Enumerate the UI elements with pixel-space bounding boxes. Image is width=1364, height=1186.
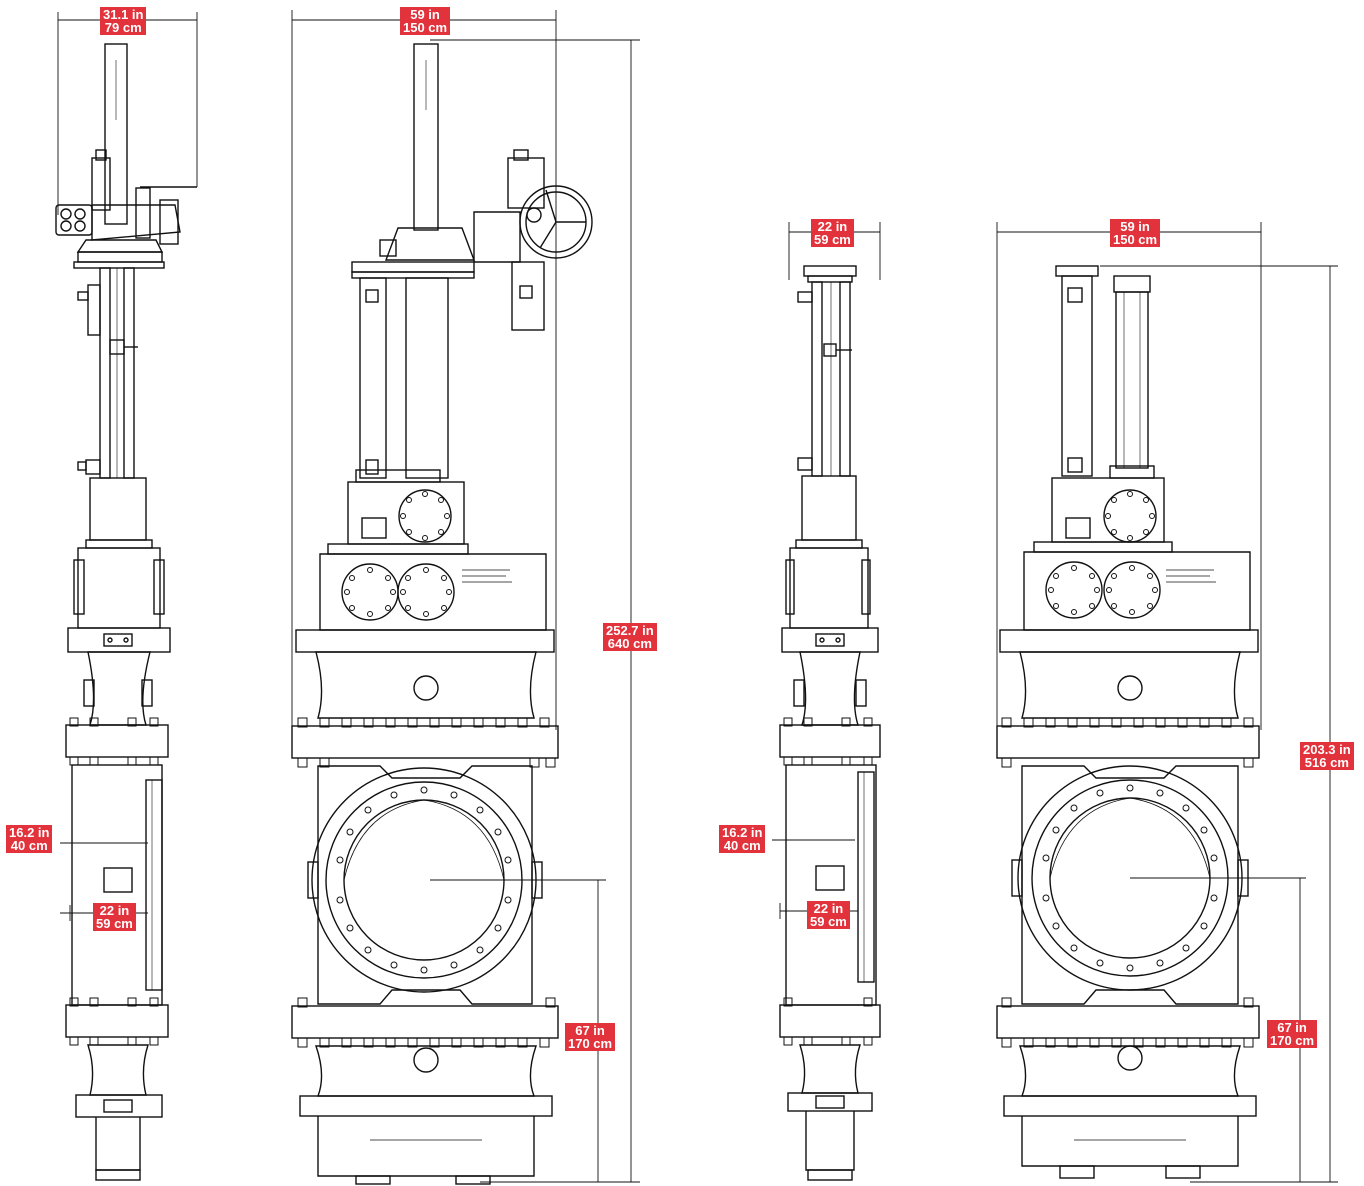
dimension-inches: 22 in <box>813 901 844 916</box>
dimension-label-v4-top-width: 59 in 150 cm <box>1110 219 1161 247</box>
view-front-cylinder <box>996 222 1338 1183</box>
dimension-label-v2-top-width: 59 in 150 cm <box>400 7 451 35</box>
dimension-inches: 59 in <box>410 7 440 22</box>
bolt-circle-port <box>336 786 512 974</box>
dimension-centimeters: 59 cm <box>810 914 847 929</box>
dimension-label-v4-centerline-height: 67 in 170 cm <box>1267 1020 1318 1048</box>
dimension-label-v3-flange-width: 22 in 59 cm <box>807 901 850 929</box>
dimension-label-v2-centerline-height: 67 in 170 cm <box>565 1023 616 1051</box>
dimension-centimeters: 516 cm <box>1304 755 1349 770</box>
dimension-label-v3-top-width: 22 in 59 cm <box>811 219 854 247</box>
dimension-inches: 67 in <box>1277 1020 1307 1035</box>
dimension-centimeters: 59 cm <box>96 916 133 931</box>
dimension-inches: 16.2 in <box>722 825 763 840</box>
dimension-inches: 22 in <box>817 219 848 234</box>
dimension-centimeters: 640 cm <box>607 636 652 651</box>
dimension-centimeters: 59 cm <box>814 232 851 247</box>
dimension-inches: 31.1 in <box>103 7 144 22</box>
dimension-label-v1-top-width: 31.1 in 79 cm <box>100 7 147 35</box>
dimension-inches: 16.2 in <box>9 825 50 840</box>
dimension-centimeters: 40 cm <box>10 838 48 853</box>
view-side-actuator <box>55 12 198 1181</box>
dimension-centimeters: 79 cm <box>104 20 142 35</box>
dimension-label-v2-total-height: 252.7 in 640 cm <box>603 623 657 651</box>
bolt-row-upper <box>297 717 556 768</box>
dimension-inches: 252.7 in <box>606 623 654 638</box>
dimension-centimeters: 150 cm <box>403 20 448 35</box>
dimension-label-v1-flange-width: 22 in 59 cm <box>93 903 136 931</box>
view-side-cylinder <box>772 222 881 1181</box>
dimension-inches: 67 in <box>575 1023 605 1038</box>
bolt-circle-cover <box>400 491 450 541</box>
dimension-centimeters: 170 cm <box>1270 1033 1315 1048</box>
dimension-centimeters: 170 cm <box>568 1036 613 1051</box>
dimension-centimeters: 40 cm <box>723 838 761 853</box>
dimension-label-v4-total-height: 203.3 in 516 cm <box>1300 742 1354 770</box>
dimension-inches: 203.3 in <box>1303 742 1351 757</box>
dimension-inches: 59 in <box>1120 219 1150 234</box>
dimension-label-v3-body-depth: 16.2 in 40 cm <box>719 825 766 853</box>
view-front-actuator <box>291 10 640 1185</box>
dimension-label-v1-body-depth: 16.2 in 40 cm <box>6 825 53 853</box>
dimension-centimeters: 150 cm <box>1113 232 1158 247</box>
dimension-inches: 22 in <box>99 903 130 918</box>
